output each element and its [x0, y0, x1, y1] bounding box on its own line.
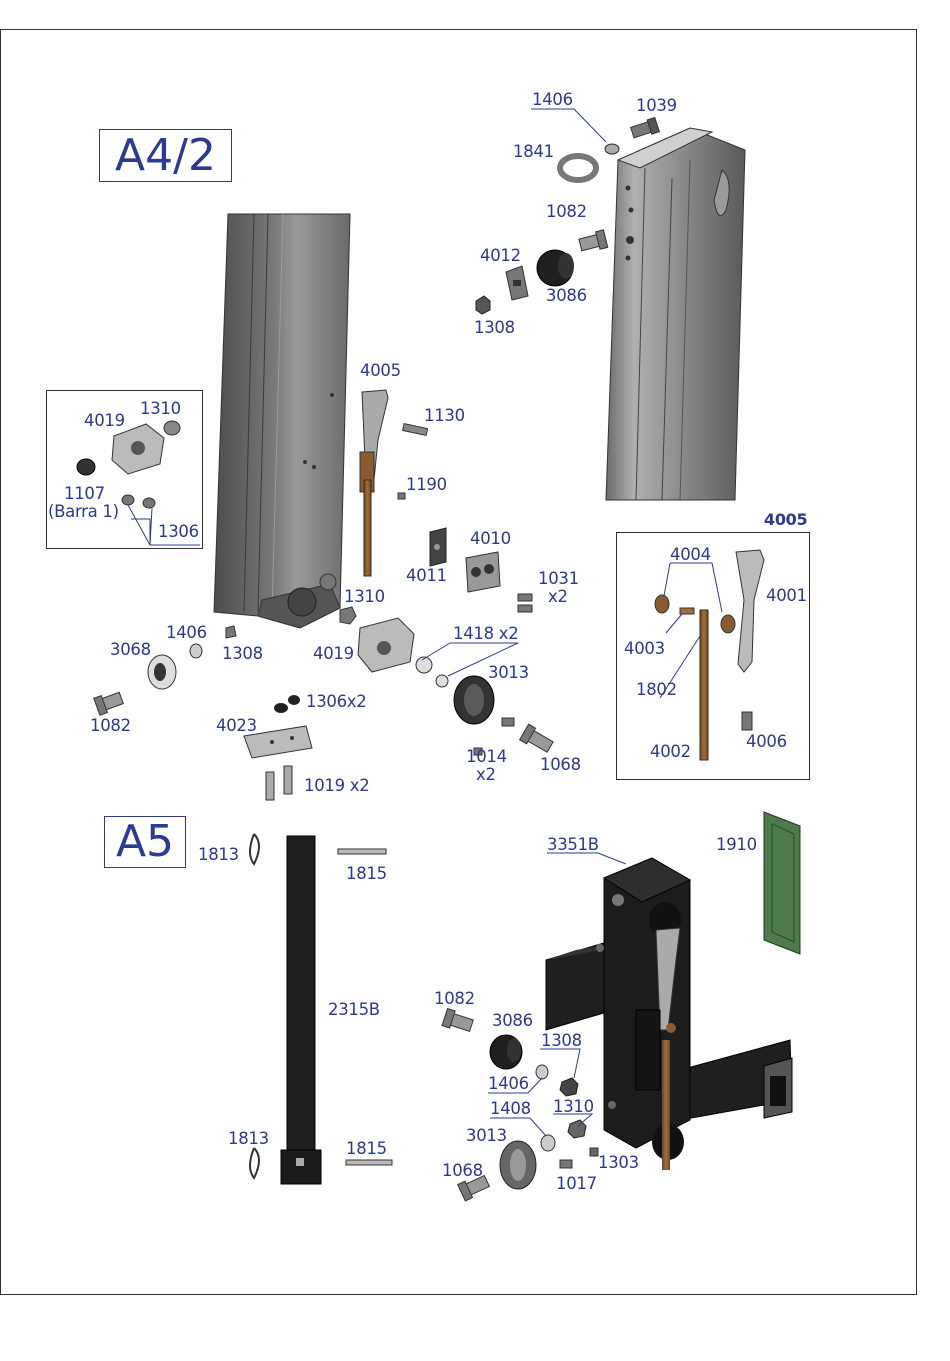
- section-label-a5: A5: [104, 816, 186, 868]
- callout-1406: 1406: [166, 623, 207, 642]
- callout-1310: 1310: [140, 399, 181, 418]
- callout-4019: 4019: [313, 644, 354, 663]
- callout-4019: 4019: [84, 411, 125, 430]
- callout-1068: 1068: [442, 1161, 483, 1180]
- callout-3068: 3068: [110, 640, 151, 659]
- callout-1303: 1303: [598, 1153, 639, 1172]
- callout-4006: 4006: [746, 732, 787, 751]
- column-a5: [249, 833, 393, 1185]
- callout-1802: 1802: [636, 680, 677, 699]
- callout-4003: 4003: [624, 639, 665, 658]
- callout-4004: 4004: [670, 545, 711, 564]
- hardware-top: [475, 116, 661, 315]
- leader-lines: [127, 108, 723, 1137]
- callout-4001: 4001: [766, 586, 807, 605]
- callout-1190: 1190: [406, 475, 447, 494]
- detail-inset-4005: [616, 532, 810, 780]
- callout-1082: 1082: [90, 716, 131, 735]
- callout-barra: (Barra 1): [48, 502, 119, 521]
- detail-inset-4019: [46, 390, 203, 549]
- callout-1019: 1019 x2: [304, 776, 370, 795]
- column-a4-left: [213, 213, 351, 629]
- callout-3013: 3013: [488, 663, 529, 682]
- callout-3086: 3086: [546, 286, 587, 305]
- callout-1815: 1815: [346, 864, 387, 883]
- section-label-a4-2: A4/2: [99, 129, 232, 182]
- callout-1310: 1310: [344, 587, 385, 606]
- callout-1308: 1308: [541, 1031, 582, 1050]
- callout-1418: 1418 x2: [453, 624, 519, 643]
- callout-1039: 1039: [636, 96, 677, 115]
- parts-a4-mid: [93, 389, 554, 801]
- callout-1014: 1014: [466, 747, 507, 766]
- callout-1408: 1408: [490, 1099, 531, 1118]
- callout-1310: 1310: [553, 1097, 594, 1116]
- callout-4002: 4002: [650, 742, 691, 761]
- callout-1910: 1910: [716, 835, 757, 854]
- callout-1406: 1406: [532, 90, 573, 109]
- callout-1406: 1406: [488, 1074, 529, 1093]
- callout-1308: 1308: [474, 318, 515, 337]
- callout-1031: 1031: [538, 569, 579, 588]
- callout-1306: 1306: [158, 522, 199, 541]
- column-a4-right: [605, 127, 746, 501]
- callout-1082: 1082: [546, 202, 587, 221]
- callout-1813: 1813: [228, 1129, 269, 1148]
- callout-1082: 1082: [434, 989, 475, 1008]
- callout-1841: 1841: [513, 142, 554, 161]
- callout-1308: 1308: [222, 644, 263, 663]
- inset-right-parts: [654, 549, 765, 761]
- plate-1910: [763, 811, 801, 955]
- callout-1813: 1813: [198, 845, 239, 864]
- callout-1306x2: 1306x2: [306, 692, 367, 711]
- inset-left-parts: [76, 420, 181, 509]
- callout-3086: 3086: [492, 1011, 533, 1030]
- assembly-a5: [545, 857, 793, 1170]
- callout-4011: 4011: [406, 566, 447, 585]
- callout-3013: 3013: [466, 1126, 507, 1145]
- callout-1014-qty: x2: [476, 765, 496, 784]
- callout-1107: 1107: [64, 484, 105, 503]
- callout-1068: 1068: [540, 755, 581, 774]
- callout-3351b: 3351B: [547, 835, 599, 854]
- callout-1815: 1815: [346, 1139, 387, 1158]
- callout-4023: 4023: [216, 716, 257, 735]
- callout-4012: 4012: [480, 246, 521, 265]
- callout-1017: 1017: [556, 1174, 597, 1193]
- hardware-a5: [441, 1007, 599, 1202]
- callout-4010: 4010: [470, 529, 511, 548]
- callout-4005: 4005: [360, 361, 401, 380]
- drawing-frame: [0, 29, 917, 1295]
- detail-4005-title: 4005: [764, 510, 808, 529]
- callout-1031-qty: x2: [548, 587, 568, 606]
- callout-1130: 1130: [424, 406, 465, 425]
- callout-2315b: 2315B: [328, 1000, 380, 1019]
